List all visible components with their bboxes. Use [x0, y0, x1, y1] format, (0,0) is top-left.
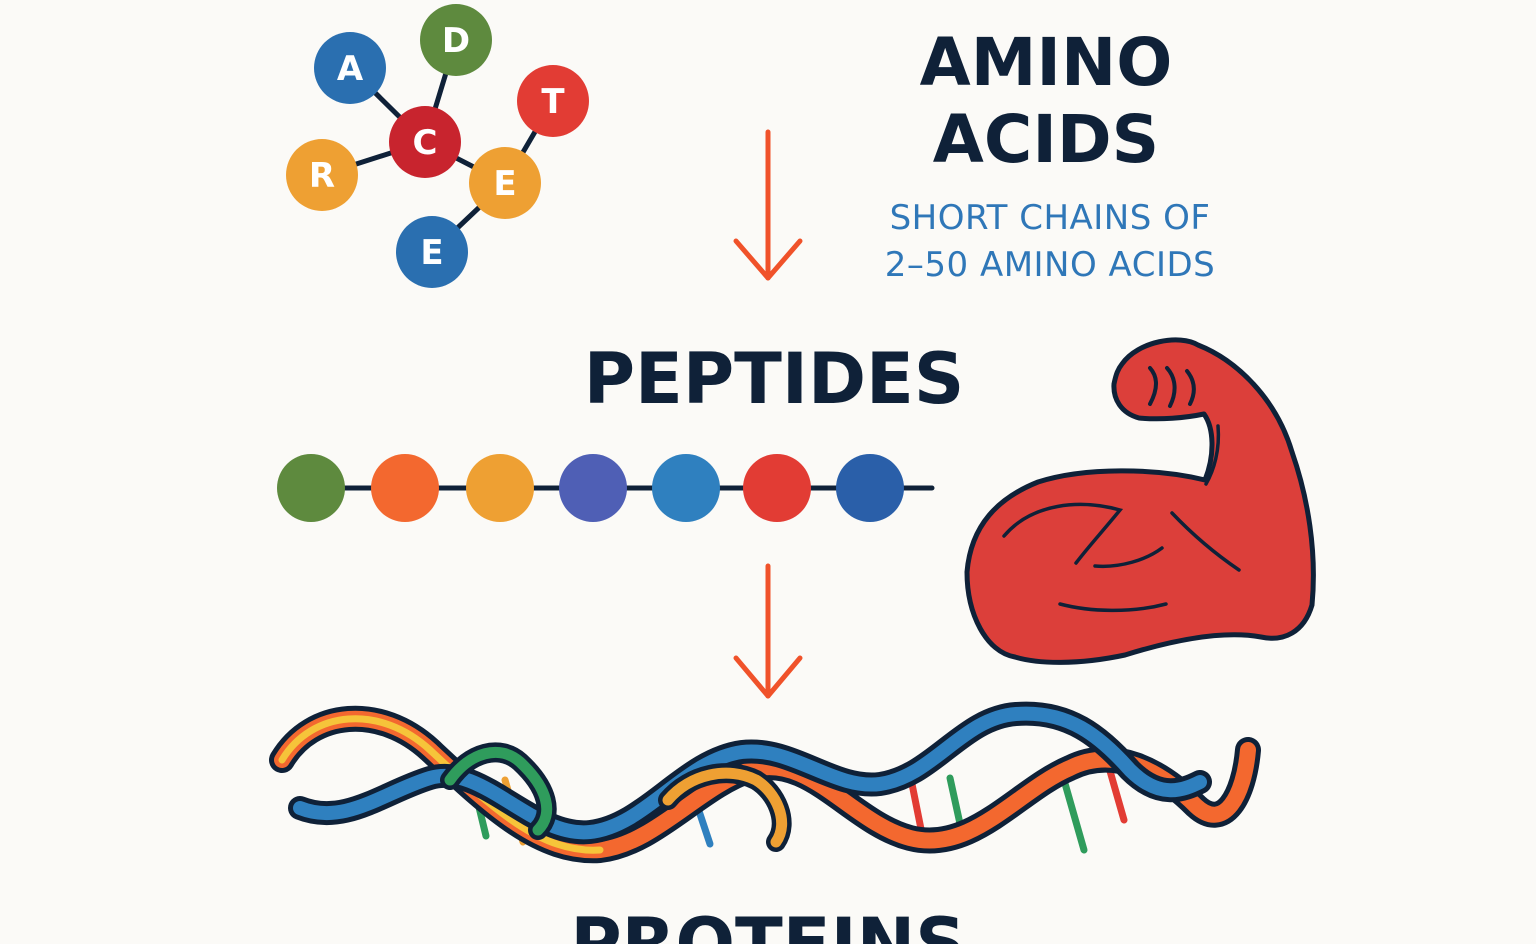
flexed-arm-icon: [964, 337, 1316, 665]
peptide-chain: [277, 454, 935, 522]
peptide-bead: [836, 454, 904, 522]
amino-node-label: T: [541, 82, 565, 122]
amino-node-circle: [286, 139, 358, 211]
peptide-definition-line2: 2–50 AMINO ACIDS: [885, 245, 1216, 285]
amino-acid-node-c: C: [389, 106, 461, 178]
double-helix-icon: [269, 701, 1261, 864]
amino-node-circle: [314, 32, 386, 104]
peptide-definition-line1: SHORT CHAINS OF: [890, 198, 1211, 238]
peptide-bead: [743, 454, 811, 522]
amino-node-label: R: [309, 156, 335, 196]
amino-acids-title-line2: ACIDS: [933, 101, 1159, 178]
peptide-bead: [371, 454, 439, 522]
amino-node-circle: [396, 216, 468, 288]
amino-node-label: D: [442, 21, 470, 61]
proteins-title: PROTEINS: [570, 903, 965, 944]
amino-acid-node-e-orange: E: [469, 147, 541, 219]
peptide-bead: [466, 454, 534, 522]
amino-acid-node-d: D: [420, 4, 492, 76]
amino-node-circle: [469, 147, 541, 219]
peptide-bead: [652, 454, 720, 522]
amino-node-circle: [389, 106, 461, 178]
amino-acid-node-a: A: [314, 32, 386, 104]
amino-node-label: C: [413, 123, 438, 163]
amino-acid-node-t: T: [517, 65, 589, 137]
arrow-down-icon: [733, 563, 803, 699]
amino-acids-title-line1: AMINO: [920, 24, 1173, 101]
peptides-title: PEPTIDES: [584, 338, 965, 420]
amino-node-label: E: [420, 233, 443, 273]
amino-acid-node-r: R: [286, 139, 358, 211]
amino-acid-node-e-blue: E: [396, 216, 468, 288]
peptide-bead: [277, 454, 345, 522]
amino-node-circle: [420, 4, 492, 76]
peptide-bead: [559, 454, 627, 522]
arrow-down-icon: [733, 129, 803, 281]
amino-node-circle: [517, 65, 589, 137]
amino-node-label: E: [493, 164, 516, 204]
amino-node-label: A: [337, 49, 364, 89]
